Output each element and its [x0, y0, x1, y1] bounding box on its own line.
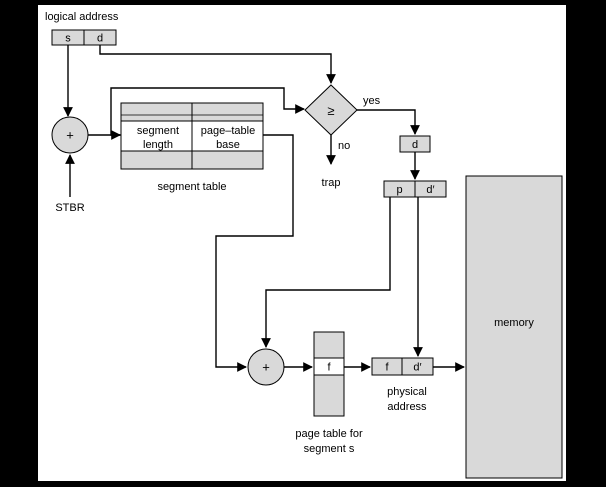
p-to-adder-arrow — [261, 197, 391, 348]
page-table-frame-label: f — [327, 362, 331, 374]
no-label: no — [338, 140, 350, 152]
page-table-base-label-line2: base — [216, 139, 240, 151]
d-box-label: d — [412, 139, 418, 151]
physical-address-caption-line1: physical — [387, 386, 427, 398]
length-to-compare-arrow — [110, 87, 305, 136]
physical-address-caption-line2: address — [387, 401, 427, 413]
page-offset-cell — [414, 180, 447, 198]
adder-symbol-2: + — [262, 360, 270, 375]
offset-to-compare-arrow — [99, 45, 336, 84]
yes-arrow — [357, 109, 420, 135]
memory-block — [465, 175, 563, 479]
page-offset-label: d′ — [426, 184, 434, 196]
logical-address-title: logical address — [45, 11, 119, 23]
segment-length-label-line2: length — [143, 139, 173, 151]
adder-symbol-1: + — [66, 128, 74, 143]
segment-number-label: s — [65, 33, 71, 45]
base-to-adder-arrow — [215, 134, 294, 372]
segment-length-label-line1: segment — [137, 125, 179, 137]
page-table-base-label-line1: page–table — [201, 125, 255, 137]
compare-symbol: ≥ — [327, 103, 334, 118]
page-table-caption-line2: segment s — [304, 443, 355, 455]
memory-label: memory — [494, 317, 534, 329]
yes-label: yes — [363, 95, 381, 107]
offset-label: d — [97, 33, 103, 45]
page-table-caption-line1: page table for — [295, 428, 363, 440]
segment-table-caption: segment table — [157, 181, 226, 193]
stbr-label: STBR — [55, 202, 84, 214]
page-number-label: p — [396, 184, 402, 196]
physical-offset-label: d′ — [413, 362, 421, 374]
frame-label: f — [385, 362, 389, 374]
trap-label: trap — [322, 177, 341, 189]
